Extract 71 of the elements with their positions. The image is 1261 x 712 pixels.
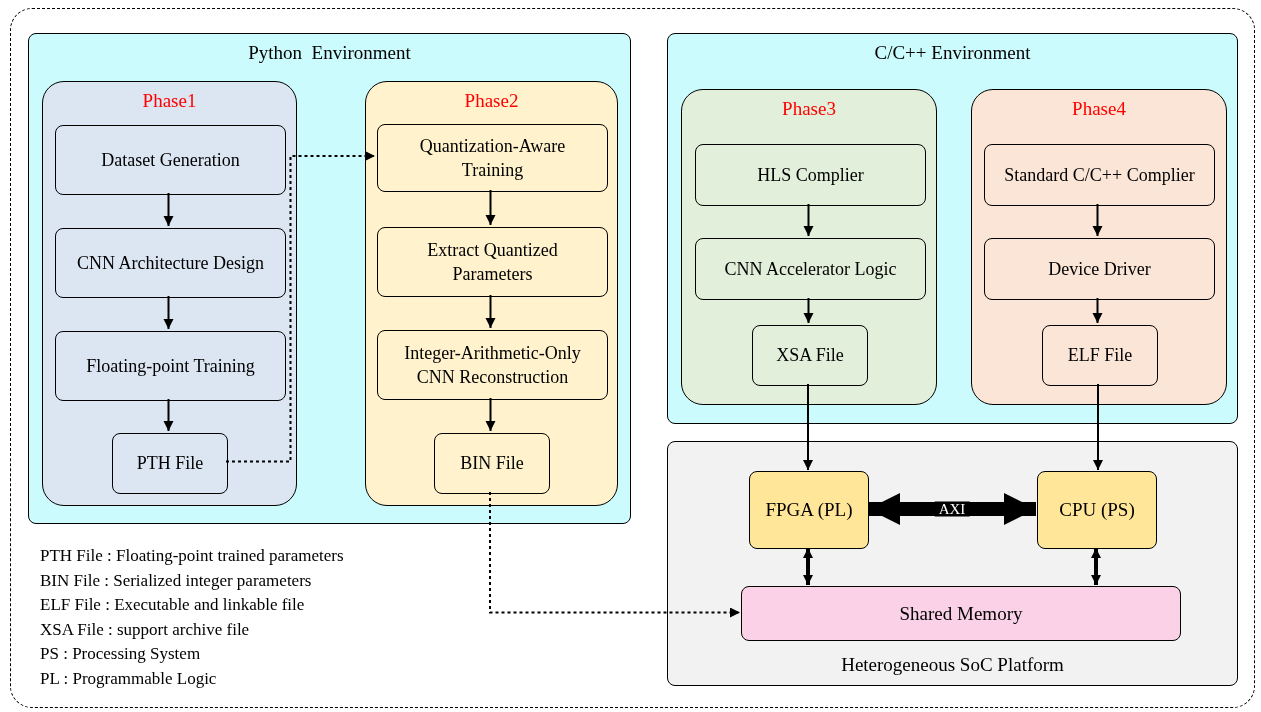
arrow bbox=[1091, 548, 1101, 585]
process-box bbox=[695, 144, 926, 206]
box-label: Floating-point Training bbox=[86, 354, 255, 378]
box-label: CNN Accelerator Logic bbox=[724, 257, 897, 281]
platform-panel bbox=[667, 441, 1238, 686]
legend-note: PS : Processing System bbox=[40, 643, 202, 665]
arrow bbox=[163, 192, 174, 227]
legend-note: ELF File : Executable and linkable file bbox=[40, 594, 306, 616]
box-label: CPU (PS) bbox=[1059, 498, 1135, 523]
hardware-box bbox=[1037, 471, 1157, 549]
process-box bbox=[695, 238, 926, 300]
arrow bbox=[803, 203, 814, 237]
arrow bbox=[1092, 203, 1103, 237]
arrow bbox=[225, 151, 376, 463]
arrow bbox=[1093, 383, 1103, 471]
box-label: Extract Quantized Parameters bbox=[426, 238, 559, 286]
file-box bbox=[112, 433, 228, 494]
box-label: ELF File bbox=[1067, 344, 1133, 368]
legend-note: PTH File : Floating-point trained parameters bbox=[40, 545, 344, 567]
file-box bbox=[1042, 325, 1158, 386]
process-box bbox=[55, 228, 286, 298]
arrow bbox=[489, 491, 741, 618]
phase-title: Phase1 bbox=[141, 89, 198, 113]
env-panel bbox=[28, 33, 631, 524]
box-label: FPGA (PL) bbox=[765, 498, 853, 523]
box-label: Quantization-Aware Training bbox=[418, 134, 567, 182]
box-label: BIN File bbox=[460, 452, 524, 476]
arrow bbox=[803, 383, 813, 471]
box-label: Dataset Generation bbox=[101, 148, 240, 172]
file-box bbox=[752, 325, 868, 386]
box-label: Standard C/C++ Complier bbox=[1004, 163, 1195, 187]
edge-label: AXI bbox=[934, 501, 970, 517]
box-label: XSA File bbox=[776, 344, 844, 368]
process-box bbox=[377, 330, 608, 400]
process-box bbox=[377, 124, 608, 192]
process-box bbox=[984, 144, 1215, 206]
hardware-box bbox=[749, 471, 869, 549]
box-label: Integer-Arithmetic-Only CNN Reconstruction bbox=[403, 341, 582, 389]
box-label: CNN Architecture Design bbox=[77, 251, 264, 275]
phase-title: Phase3 bbox=[781, 97, 837, 121]
phase-panel bbox=[42, 81, 297, 506]
process-box bbox=[55, 125, 286, 195]
panel-title: Python Environment bbox=[247, 41, 412, 65]
memory-box bbox=[741, 586, 1181, 641]
legend-note: PL : Programmable Logic bbox=[40, 667, 218, 690]
box-label: HLS Complier bbox=[757, 163, 864, 187]
process-box bbox=[55, 331, 286, 401]
arrow bbox=[803, 548, 813, 585]
arrow bbox=[485, 294, 496, 329]
env-panel bbox=[667, 33, 1238, 424]
arrow bbox=[485, 189, 496, 226]
phase-panel bbox=[971, 89, 1227, 405]
legend-note: XSA File : support archive file bbox=[40, 618, 251, 641]
file-box bbox=[434, 433, 550, 494]
panel-title: C/C++ Environment bbox=[873, 41, 1032, 65]
arrow bbox=[485, 397, 496, 432]
process-box bbox=[377, 227, 608, 297]
process-box bbox=[984, 238, 1215, 300]
phase-panel bbox=[681, 89, 937, 405]
box-label: Shared Memory bbox=[899, 601, 1023, 626]
phase-title: Phase4 bbox=[1071, 97, 1127, 121]
legend-note: BIN File : Serialized integer parameters bbox=[40, 569, 313, 592]
arrow bbox=[163, 398, 174, 432]
arrow bbox=[1092, 297, 1103, 324]
box-label: PTH File bbox=[136, 452, 204, 476]
phase-panel bbox=[365, 81, 618, 506]
phase-title: Phase2 bbox=[463, 89, 520, 113]
arrow bbox=[803, 297, 814, 324]
arrow bbox=[163, 295, 174, 330]
box-label: Device Driver bbox=[1048, 257, 1151, 281]
panel-title: Heterogeneous SoC Platform bbox=[840, 653, 1065, 677]
